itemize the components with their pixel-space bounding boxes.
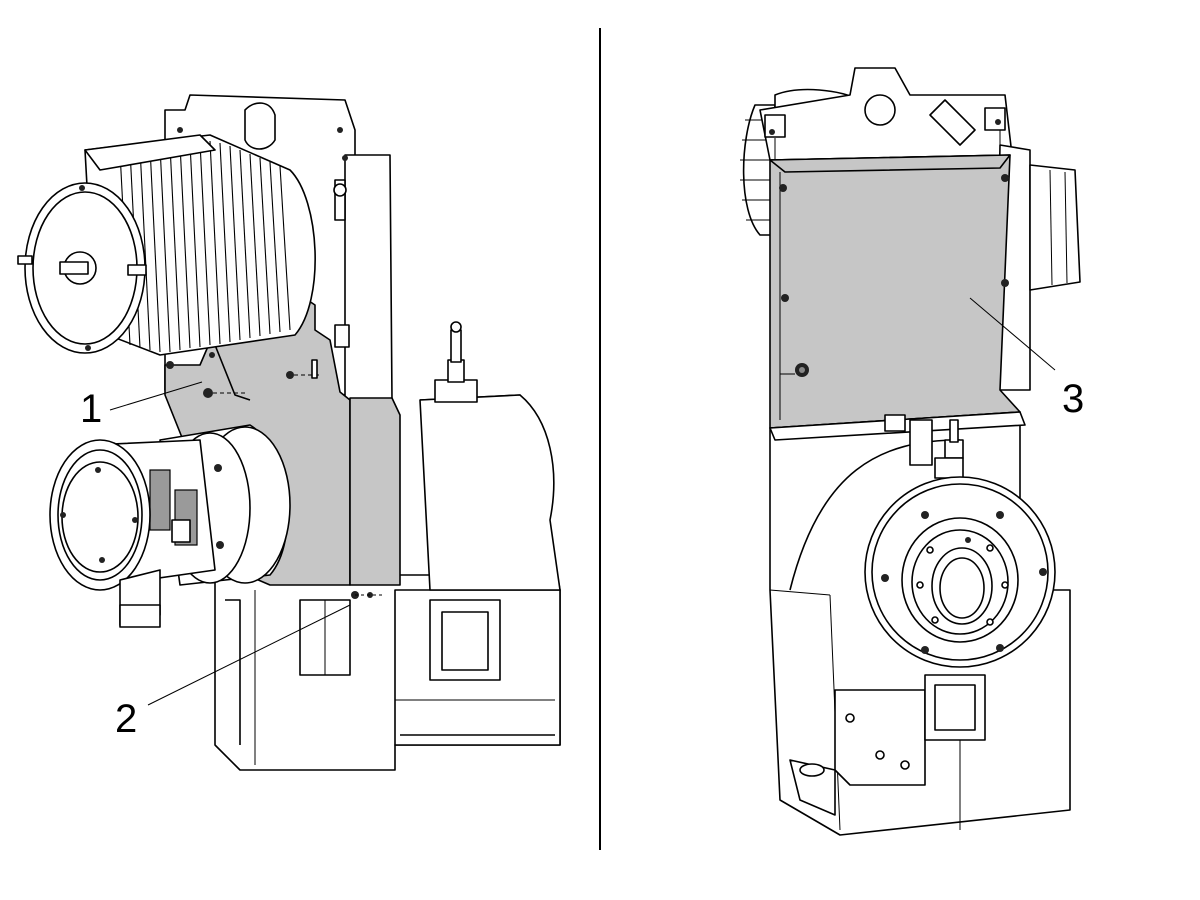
right-spindle-face — [864, 476, 1056, 668]
left-motor — [17, 134, 316, 356]
left-top-fitting — [434, 321, 478, 403]
right-top-plate — [759, 67, 1013, 161]
callout-1: 1 — [80, 387, 102, 431]
right-shaded-cover — [769, 154, 1021, 429]
callout-3: 3 — [1062, 377, 1084, 421]
left-view-assembly: 1 2 — [17, 94, 561, 771]
right-view-assembly: 3 — [740, 67, 1084, 836]
left-spindle-chuck — [49, 424, 291, 628]
left-base-housing — [214, 394, 561, 771]
right-top-fittings — [884, 414, 964, 479]
left-chuck-slots — [149, 469, 198, 546]
left-leader-2 — [147, 604, 351, 706]
left-leader-1 — [109, 381, 203, 411]
callout-2: 2 — [115, 697, 137, 741]
right-leader-3 — [969, 297, 1056, 371]
